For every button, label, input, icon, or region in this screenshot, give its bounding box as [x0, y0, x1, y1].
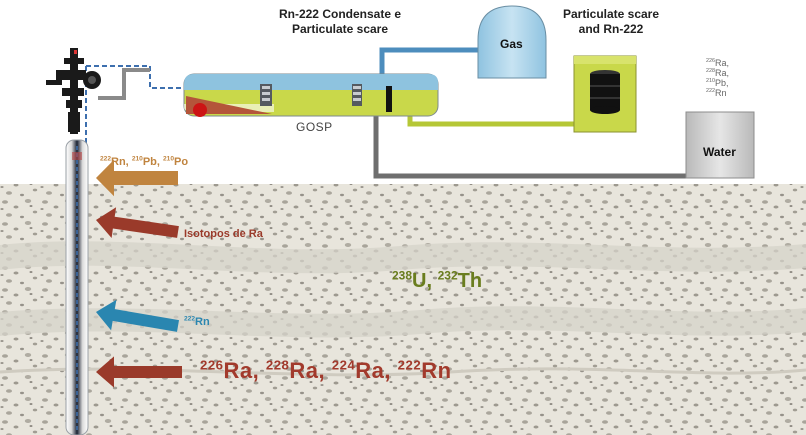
separator: [183, 73, 439, 117]
water-isotope-3: 222Rn: [706, 88, 729, 98]
arrow-isotope-rn-pb-po-mass-2: 210: [163, 155, 175, 163]
feed-pipe: [98, 68, 150, 100]
arrow-isotope-rn-pb-po-element-0: Rn,: [111, 156, 129, 168]
ground-strata: [0, 184, 806, 435]
wellhead-dashed-line: [86, 65, 186, 89]
arrow-isotope-rn-222-element-0: Rn: [195, 316, 210, 328]
gas-label: Gas: [500, 37, 523, 51]
source-isotope-1: 232Th: [437, 268, 483, 292]
arrow-ra-rn: [96, 356, 182, 388]
water-isotope-mass-0: 226: [706, 58, 715, 64]
arrow-isotope-ra-rn-2: 224Ra,: [332, 358, 391, 383]
arrow-isotope-ra-rn-mass-3: 222: [397, 357, 422, 373]
source-isotope-element-0: U,: [412, 270, 433, 292]
arrow-label-ra-rn: 226Ra, 228Ra, 224Ra, 222Rn: [200, 358, 452, 384]
arrow-isotope-ra-rn-3: 222Rn: [398, 358, 452, 383]
gas-tank: [477, 5, 547, 79]
source-isotope-mass-1: 232: [437, 268, 458, 283]
arrow-isotope-rn-222-0: 222Rn: [184, 316, 210, 328]
arrows-layer: [96, 159, 182, 388]
particulate-label-line-2: and Rn-222: [578, 22, 644, 36]
water-isotope-mass-3: 222: [706, 88, 715, 94]
arrow-isotope-ra-rn-mass-1: 228: [265, 357, 290, 373]
water-isotope-1: 228Ra,: [706, 68, 729, 78]
arrow-isotope-ra-rn-mass-0: 226: [200, 357, 224, 373]
arrow-isotope-ra-rn-element-1: Ra,: [289, 358, 326, 383]
arrow-text-isotopos-ra: Isotopos de Ra: [184, 228, 263, 240]
arrow-isotope-rn-pb-po-2: 210Po: [163, 156, 188, 168]
arrow-isotope-ra-rn-mass-2: 224: [331, 357, 356, 373]
condensate-label-line-1: Rn-222 Condensate e: [278, 7, 402, 21]
water-isotope-2: 210Pb,: [706, 78, 729, 88]
source-isotopes-label: 238U, 232Th: [392, 268, 483, 293]
arrow-label-rn-pb-po: 222Rn, 210Pb, 210Po: [100, 156, 188, 168]
arrow-isotope-ra-rn-0: 226Ra,: [200, 358, 259, 383]
water-isotope-mass-1: 228: [706, 68, 715, 74]
arrow-isotope-ra-rn-element-2: Ra,: [355, 358, 392, 383]
water-label: Water: [703, 145, 736, 159]
arrow-isotope-rn-222-mass-0: 222: [184, 315, 196, 323]
water-isotope-element-2: Pb,: [715, 78, 729, 88]
condensate-label-line-2: Particulate scare: [291, 22, 389, 36]
arrow-isotope-rn-pb-po-mass-1: 210: [131, 155, 143, 163]
arrow-label-rn: 222Rn: [184, 316, 210, 328]
water-isotope-element-1: Ra,: [715, 68, 730, 78]
water-isotope-list: 226Ra,228Ra,210Pb,222Rn: [706, 58, 729, 98]
source-isotope-element-1: Th: [457, 270, 483, 292]
particulate-label: Particulate scare and Rn-222: [552, 7, 670, 37]
particulate-container: [573, 55, 637, 133]
condensate-label: Rn-222 Condensate e Particulate scare: [262, 7, 418, 37]
wellhead: [46, 48, 101, 134]
arrow-isotope-ra-rn-1: 228Ra,: [266, 358, 325, 383]
water-isotope-0: 226Ra,: [706, 58, 729, 68]
arrow-label-isotopos-ra: Isotopos de Ra: [184, 228, 263, 240]
arrow-isotope-rn-pb-po-0: 222Rn,: [100, 156, 129, 168]
arrow-isotope-rn-pb-po-1: 210Pb,: [132, 156, 160, 168]
water-tank: [685, 111, 755, 179]
water-isotope-element-3: Rn: [715, 88, 727, 98]
arrow-isotope-ra-rn-element-0: Ra,: [223, 358, 260, 383]
particulate-label-line-1: Particulate scare: [562, 7, 660, 21]
source-isotope-0: 238U,: [392, 268, 433, 292]
arrow-isotope-rn-pb-po-mass-0: 222: [100, 155, 112, 163]
gosp-label: GOSP: [296, 120, 333, 134]
water-isotope-element-0: Ra,: [715, 58, 730, 68]
arrow-rn-pb-po: [96, 159, 178, 197]
arrow-rn-222: [96, 299, 179, 332]
arrow-isotope-ra-rn-element-3: Rn: [421, 358, 452, 383]
arrow-isotopos-ra: [96, 207, 179, 238]
arrow-isotope-rn-pb-po-element-1: Pb,: [142, 156, 160, 168]
water-isotope-mass-2: 210: [706, 78, 715, 84]
source-isotope-mass-0: 238: [392, 268, 413, 283]
gas-pipe: [379, 47, 478, 76]
well-bore: [65, 139, 89, 435]
arrow-isotope-rn-pb-po-element-2: Po: [174, 156, 189, 168]
